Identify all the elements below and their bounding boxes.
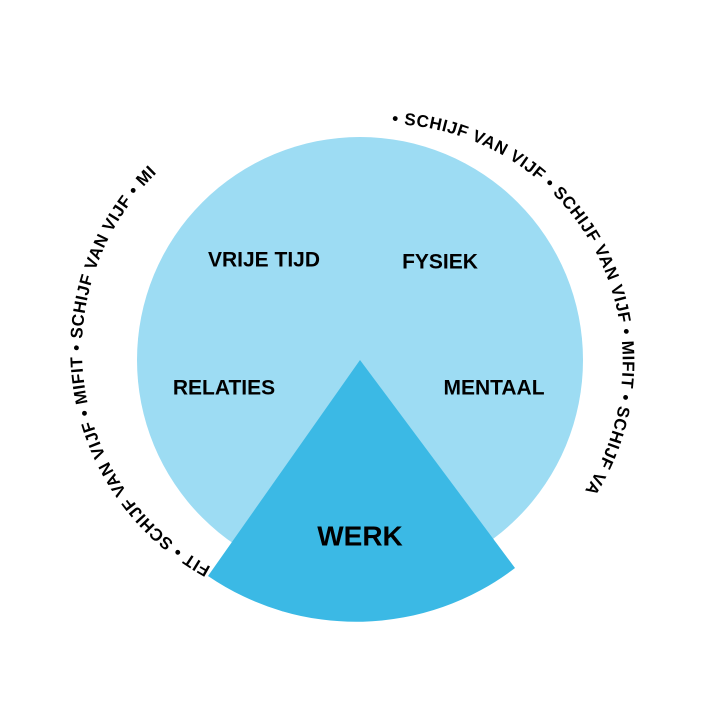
segment-label-mentaal: MENTAAL (443, 377, 544, 400)
segment-label-vrije-tijd: VRIJE TIJD (208, 249, 320, 272)
segment-label-fysiek: FYSIEK (402, 251, 478, 274)
segment-label-relaties: RELATIES (173, 377, 275, 400)
werk-segment[interactable] (208, 360, 515, 622)
segment-label-werk: WERK (317, 520, 403, 551)
